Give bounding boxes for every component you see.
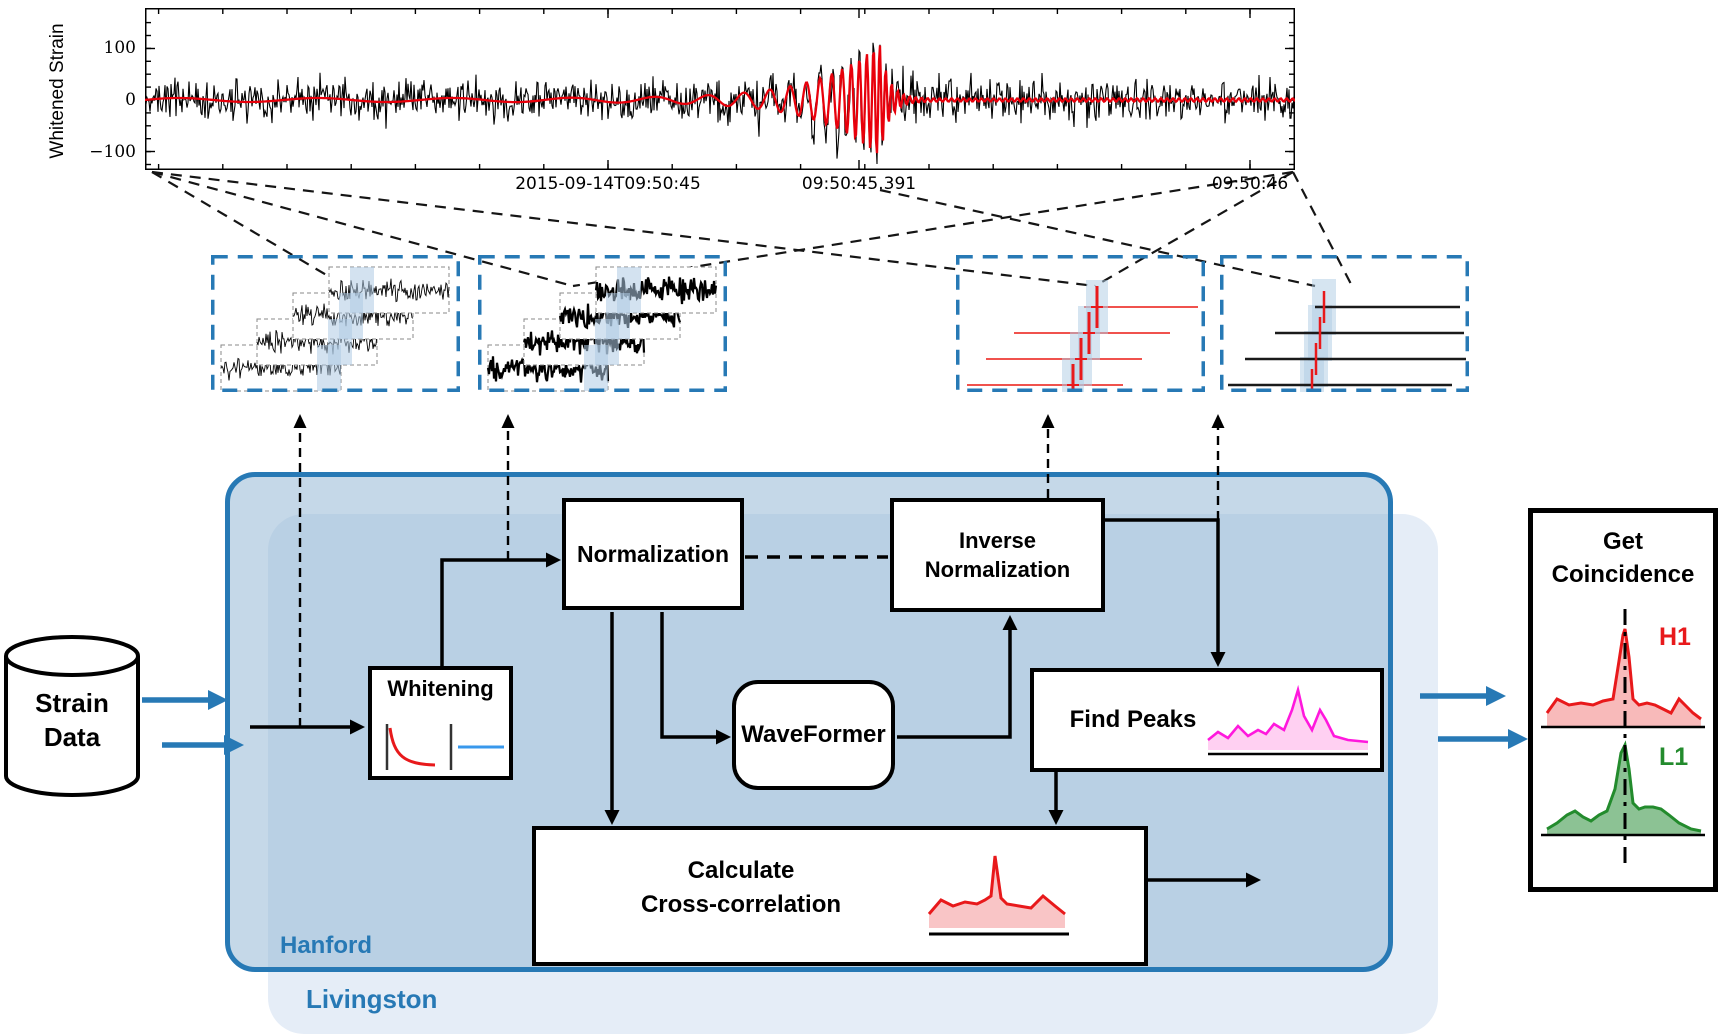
strain-data-label: Strain Data — [2, 686, 142, 754]
inverse-line2: Normalization — [924, 557, 1071, 582]
l1-label: L1 — [1659, 743, 1689, 771]
y-tick-neg100: −100 — [89, 142, 136, 162]
livingston-label: Livingston — [306, 984, 438, 1014]
whitening-label: Whitening — [387, 676, 494, 701]
whitened-strain-plot: Whitened Strain 100 0 −100 2015-09-14T09… — [0, 0, 1725, 205]
thumbnail-correlation-peaks — [956, 255, 1205, 392]
inverse-normalization-label: Inverse Normalization — [925, 526, 1070, 584]
hanford-label: Hanford — [280, 932, 372, 959]
h1-label: H1 — [1659, 623, 1691, 651]
strain-plot-canvas — [145, 8, 1295, 170]
calc-line1: Calculate — [687, 857, 795, 884]
inverse-normalization-box: Inverse Normalization — [890, 498, 1105, 612]
thumbnail-detected-peaks — [1220, 255, 1469, 392]
strain-data-line1: Strain — [35, 688, 109, 718]
segmented-strain-graphic — [211, 255, 460, 392]
normalized-segments-graphic — [478, 255, 727, 392]
x-tick-end: 09:50:46 — [1211, 174, 1289, 194]
coincidence-line2: Coincidence — [1551, 561, 1695, 588]
coincidence-line1: Get — [1602, 528, 1643, 555]
correlation-peaks-graphic — [956, 255, 1205, 392]
normalization-label: Normalization — [576, 540, 730, 567]
cross-correlation-label: Calculate Cross-correlation — [536, 854, 946, 922]
y-tick-0: 0 — [125, 90, 136, 110]
y-tick-100: 100 — [103, 38, 136, 58]
inverse-line1: Inverse — [958, 528, 1037, 553]
get-coincidence-label: Get Coincidence — [1533, 525, 1713, 591]
find-peaks-box: Find Peaks — [1030, 668, 1384, 772]
waveformer-box: WaveFormer — [732, 680, 895, 790]
correlation-peak-icon — [927, 855, 1069, 936]
thumbnail-segmented-strain — [211, 255, 460, 392]
find-peaks-label: Find Peaks — [1069, 706, 1197, 733]
strain-data-line2: Data — [43, 722, 101, 752]
coincidence-peaks-graphic — [1541, 609, 1705, 865]
y-axis-label: Whitened Strain — [47, 23, 68, 159]
calc-line2: Cross-correlation — [640, 891, 842, 918]
normalization-box: Normalization — [562, 498, 744, 610]
peaks-plot-icon — [1207, 684, 1369, 756]
get-coincidence-box: Get Coincidence H1 L1 — [1528, 508, 1718, 892]
waveformer-label: WaveFormer — [741, 721, 886, 748]
x-tick-start: 2015-09-14T09:50:45 — [515, 174, 701, 194]
cross-correlation-box: Calculate Cross-correlation — [532, 826, 1148, 966]
whitening-box: Whitening — [368, 666, 513, 780]
psd-flattening-icon — [385, 724, 504, 770]
x-tick-event: 09:50:45.391 — [801, 174, 917, 194]
thumbnail-normalized-segments — [478, 255, 727, 392]
detected-peaks-graphic — [1220, 255, 1469, 392]
database-cylinder-icon — [4, 635, 140, 797]
strain-data-store: Strain Data — [2, 630, 142, 800]
